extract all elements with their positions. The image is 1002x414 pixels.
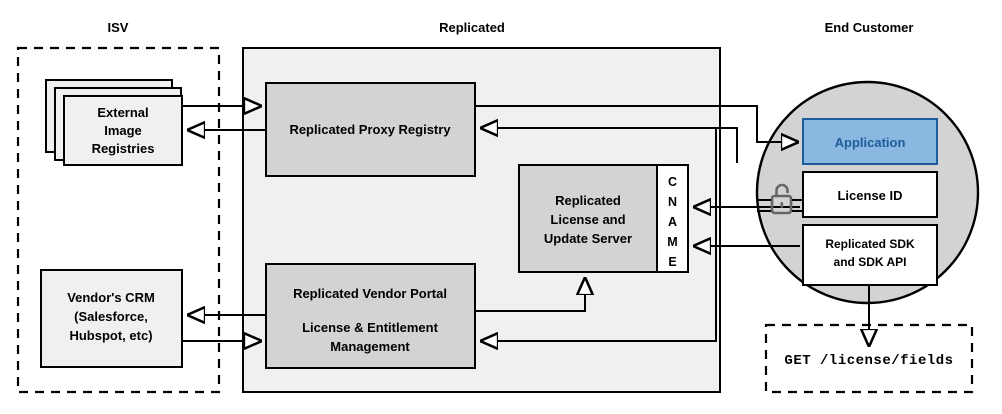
replicated-sdk-box [802, 224, 938, 286]
license-server-line-3: Update Server [544, 231, 632, 246]
region-title-isv: ISV [108, 20, 129, 35]
region-title-end-customer: End Customer [825, 20, 914, 35]
license-server-line-1: Replicated [555, 193, 621, 208]
application-box [802, 118, 938, 165]
replicated-sdk-line-2: and SDK API [834, 255, 907, 269]
region-title-replicated: Replicated [439, 20, 505, 35]
external-image-registries-line-1: External [97, 105, 148, 120]
registry-stack-front [63, 95, 183, 166]
external-image-registries-line-3: Registries [92, 141, 155, 156]
license-id-node[interactable]: License ID [802, 171, 938, 218]
vendor-portal-line-1: Replicated Vendor Portal [293, 286, 447, 301]
vendors-crm-line-3: Hubspot, etc) [69, 328, 152, 343]
license-id-label: License ID [837, 188, 902, 203]
cname-box [656, 164, 689, 273]
external-image-registries-line-2: Image [104, 123, 142, 138]
replicated-sdk-line-1: Replicated SDK [825, 237, 915, 251]
cname-letter-2: N [668, 195, 677, 209]
api-request-node[interactable]: GET /license/fields [764, 323, 974, 394]
cname-letter-3: A [668, 215, 677, 229]
license-server-line-2: License and [550, 212, 625, 227]
vendors-crm-line-2: (Salesforce, [74, 309, 148, 324]
cname-letter-4: M [667, 235, 677, 249]
replicated-vendor-portal-node[interactable]: Replicated Vendor Portal License & Entit… [265, 263, 476, 369]
replicated-proxy-registry-label: Replicated Proxy Registry [289, 122, 451, 137]
replicated-proxy-registry-node[interactable]: Replicated Proxy Registry [265, 82, 476, 177]
cname-letter-1: C [668, 175, 677, 189]
connector-vendor-portal-to-license-server [475, 278, 585, 312]
replicated-vendor-portal-box [265, 263, 476, 369]
vendors-crm-box [40, 269, 183, 368]
connector-proxy-to-application [475, 105, 798, 142]
vendor-portal-line-3: Management [330, 339, 410, 354]
vendors-crm-node[interactable]: Vendor's CRM (Salesforce, Hubspot, etc) [40, 269, 183, 368]
license-id-box [802, 171, 938, 218]
api-request-label: GET /license/fields [784, 353, 953, 369]
replicated-sdk-node[interactable]: Replicated SDK and SDK API [802, 224, 938, 286]
cname-letter-5: E [668, 255, 676, 269]
connector-application-to-proxy [481, 128, 738, 163]
api-request-boundary [764, 323, 974, 394]
unlock-icon [770, 183, 793, 215]
application-node[interactable]: Application [802, 118, 938, 165]
replicated-proxy-registry-box [265, 82, 476, 177]
replicated-license-update-server-node[interactable]: Replicated License and Update Server [518, 164, 658, 273]
application-label: Application [835, 135, 906, 150]
cname-node[interactable]: C N A M E [656, 164, 689, 273]
connector-customer-to-vendor-portal [481, 128, 717, 341]
isv-region-boundary [16, 46, 221, 394]
external-image-registries-node[interactable]: External Image Registries [45, 79, 183, 166]
vendors-crm-line-1: Vendor's CRM [67, 290, 155, 305]
vendor-portal-line-2: License & Entitlement [302, 320, 438, 335]
